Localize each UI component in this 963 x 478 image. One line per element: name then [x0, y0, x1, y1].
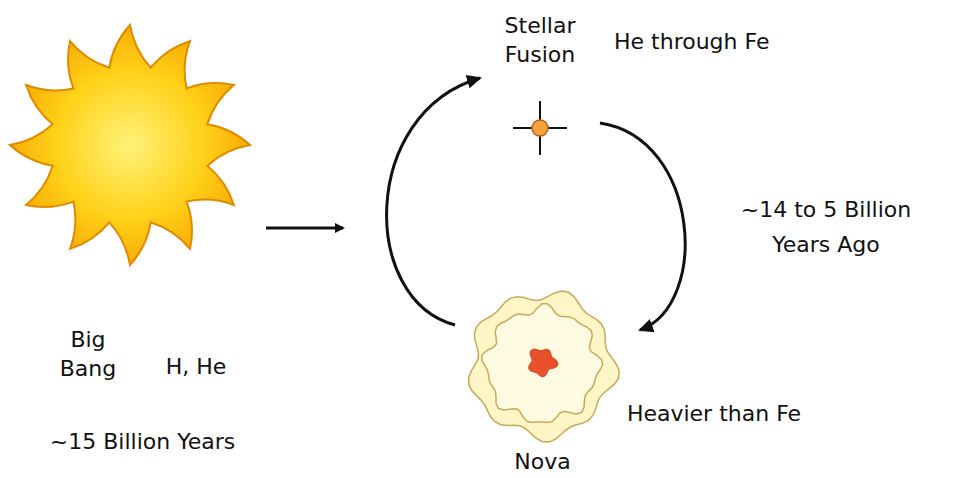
sun-node: Big Bang H, He ~15 Billion Years: [0, 0, 270, 470]
star-core: [532, 120, 548, 136]
element-range: He through Fe: [614, 28, 829, 57]
node-illustration: [0, 0, 270, 470]
sun-illustration: [10, 25, 250, 265]
event-name: Big Bang: [48, 326, 128, 383]
element-list: H, He: [146, 353, 246, 382]
nova-node: NovaHeavier than Fe: [455, 285, 640, 475]
nova-shell: [482, 304, 603, 423]
process-name: Stellar Fusion: [480, 12, 600, 69]
cycle-arrow: [387, 78, 480, 325]
nova-core: [529, 349, 558, 377]
age-label: ~15 Billion Years: [20, 428, 265, 457]
node-illustration: [455, 285, 640, 475]
nova-cloud: [469, 291, 620, 442]
cycle-arrow: [600, 123, 685, 330]
element-range: Heavier than Fe: [625, 400, 803, 429]
time-label: ~14 to 5 Billion Years Ago: [712, 192, 940, 262]
event-name: Nova: [500, 448, 585, 477]
flow-arrow: [266, 227, 343, 230]
star-node: Stellar FusionHe through Fe: [480, 8, 600, 178]
